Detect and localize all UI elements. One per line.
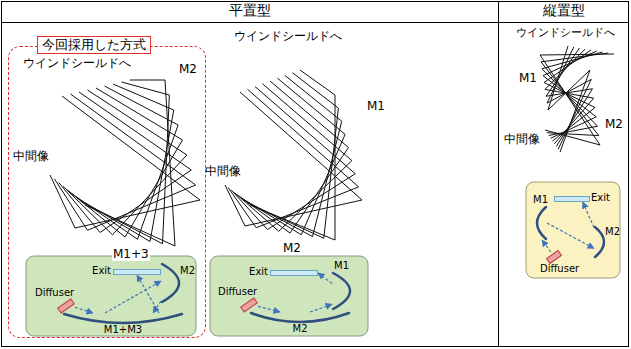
mirror-label: M1	[366, 100, 386, 113]
light-path-arrow	[137, 275, 159, 313]
light-path-arrow	[75, 307, 93, 313]
method-tag: 今回採用した方式	[37, 36, 151, 54]
mirror: M1	[332, 272, 350, 310]
light-ray	[231, 87, 355, 230]
diffuser: Diffuser	[240, 298, 258, 312]
schematic-panel	[210, 256, 368, 336]
part-label: Diffuser	[35, 287, 74, 298]
mirror-curve	[537, 206, 547, 240]
light-ray	[546, 48, 593, 147]
mirror: M1+M3	[63, 313, 183, 323]
exit-window: Exit	[554, 196, 590, 202]
mirror-curve	[63, 313, 183, 323]
part-label: Diffuser	[218, 286, 257, 297]
light-ray	[59, 92, 192, 233]
mirror: M2	[161, 263, 179, 303]
part-label: Exit	[591, 192, 610, 203]
mirror-label: M2	[604, 118, 624, 131]
diffuser-plate	[240, 298, 258, 312]
light-path-arrow	[153, 301, 161, 313]
light-ray	[76, 84, 174, 242]
mirror: M2	[594, 226, 604, 258]
column-header: 平置型	[228, 3, 272, 18]
light-path-arrow	[542, 240, 551, 252]
light-ray	[250, 70, 335, 240]
table-rule	[2, 22, 629, 23]
part-label: M2	[293, 323, 308, 334]
light-path-arrow	[258, 306, 280, 312]
light-ray	[72, 86, 178, 239]
mirror-curve	[333, 273, 350, 309]
diffuser: Diffuser	[546, 252, 562, 262]
part-label: M2	[605, 226, 620, 237]
ray-bundles	[50, 46, 614, 246]
mirror-curve	[537, 207, 546, 239]
mirror-curve	[595, 227, 604, 257]
light-ray	[247, 73, 339, 239]
part-label: M1	[533, 194, 548, 205]
light-ray	[238, 81, 349, 233]
mirror-label: M2	[178, 63, 198, 76]
image-label: 中間像	[503, 133, 541, 146]
part-label: Exit	[249, 266, 268, 277]
direction-label: ウインドシールドへ	[22, 57, 132, 70]
part-label: Diffuser	[540, 263, 579, 274]
part-label: M2	[180, 265, 195, 276]
diffuser-plate	[57, 299, 75, 313]
light-ray	[50, 96, 200, 228]
mirror-curve	[251, 313, 349, 322]
diffuser-plate	[546, 252, 562, 262]
diffuser: Diffuser	[57, 299, 75, 313]
diffuser-plate	[58, 299, 75, 313]
part-label: Exit	[92, 265, 111, 276]
light-ray	[548, 46, 590, 152]
image-label: 中間像	[12, 150, 50, 163]
direction-label: ウインドシールドへ	[233, 30, 343, 43]
exit-window: Exit	[113, 269, 161, 275]
light-ray	[547, 47, 591, 149]
part-label: M1+M3	[104, 324, 142, 335]
exit-window: Exit	[270, 270, 318, 276]
light-ray	[81, 82, 170, 244]
mirror-curve	[594, 226, 604, 258]
diffuser-plate	[241, 298, 258, 312]
diffuser-plate	[547, 251, 562, 264]
light-path-arrow	[583, 202, 594, 228]
mirror-curve	[64, 314, 182, 323]
mirror: M1	[537, 206, 547, 240]
column-header: 縦置型	[542, 3, 586, 18]
light-path-arrow	[547, 223, 594, 248]
adopted-method-region: 今回採用した方式ExitM2DiffuserM1+M3	[8, 46, 206, 338]
part-label: M1	[334, 260, 349, 271]
schematic-panel	[26, 256, 196, 336]
light-ray	[234, 84, 352, 232]
mirror-label: M1	[518, 72, 538, 85]
mirror-label: M2	[282, 242, 302, 255]
image-label: 中間像	[204, 165, 242, 178]
mirror-label: M1+3	[112, 248, 150, 261]
schematic-panel	[526, 182, 620, 278]
light-path-arrow	[105, 281, 161, 313]
mirror-curve	[161, 263, 179, 303]
light-path-arrow	[310, 304, 332, 312]
direction-label: ウインドシールドへ	[515, 27, 616, 39]
mirror-curve	[332, 272, 350, 310]
light-path-arrow	[318, 273, 332, 283]
light-ray	[85, 80, 175, 246]
table-rule	[498, 2, 499, 347]
mirror: M2	[250, 312, 350, 322]
mirror-curve	[250, 312, 350, 322]
mirror-curve	[162, 264, 179, 302]
